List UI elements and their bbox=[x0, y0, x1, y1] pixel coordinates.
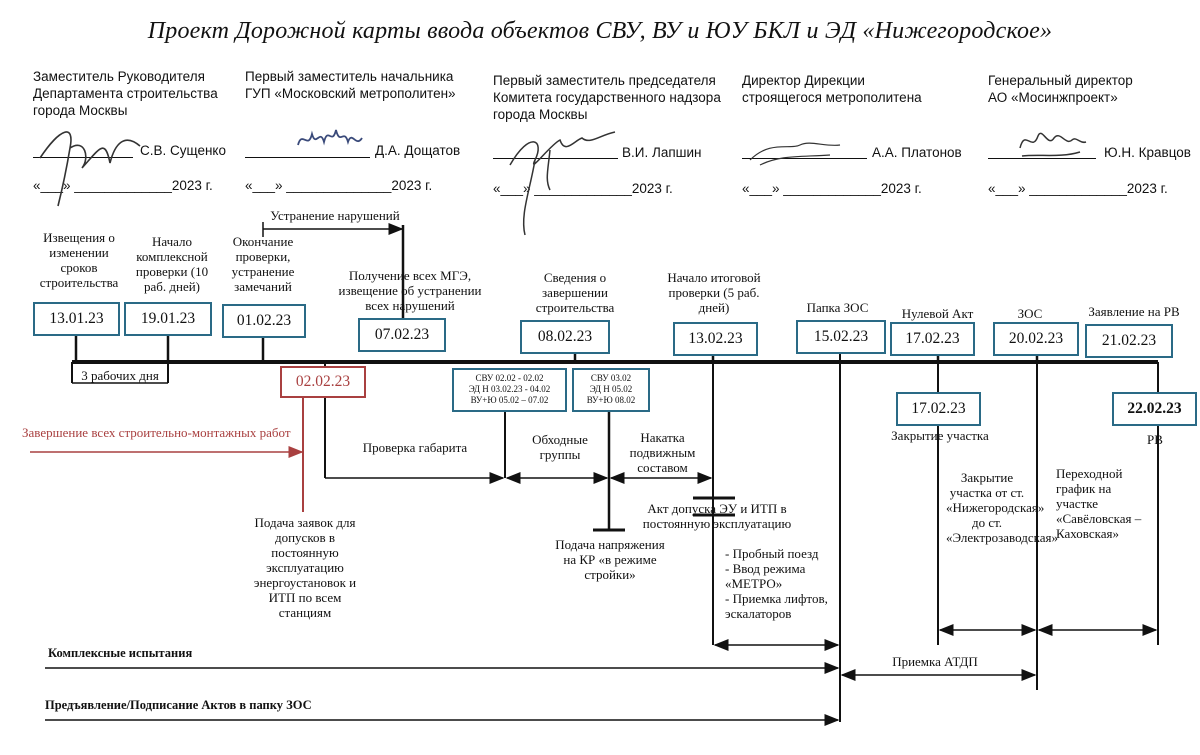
milestone-7-label: Папка ЗОС bbox=[806, 300, 869, 315]
milestone-8-date: 17.02.23 bbox=[890, 322, 975, 356]
milestone-1-label: Извещения о изменении сроков строительст… bbox=[39, 230, 119, 290]
signatory-3-position: Первый заместитель председателя Комитета… bbox=[493, 72, 721, 123]
milestone-4-date: 07.02.23 bbox=[358, 318, 446, 352]
closure-section-label: Закрытие участка от ст. «Нижегородская» … bbox=[946, 470, 1058, 545]
act-item: - Пробный поезд bbox=[725, 546, 819, 561]
signature-4-icon bbox=[749, 142, 841, 166]
signatory-4-date: «___» _____________2023 г. bbox=[742, 181, 922, 196]
signatory-4-position: Директор Дирекции строящегося метрополит… bbox=[742, 72, 922, 106]
milestone-9-label: ЗОС bbox=[1017, 306, 1043, 321]
signatory-2-date: «___» ______________2023 г. bbox=[245, 178, 433, 193]
position-line: Первый заместитель начальника bbox=[245, 69, 454, 84]
position-line: Комитета государственного надзора bbox=[493, 90, 721, 105]
position-line: Генеральный директор bbox=[988, 73, 1133, 88]
box-a-line: ЭД Н 03.02.23 - 04.02 bbox=[468, 384, 551, 394]
milestone-3-label: Окончание проверки, устранение замечаний bbox=[231, 234, 295, 294]
signature-3-icon bbox=[509, 131, 616, 236]
signatory-1-name: С.В. Сущенко bbox=[140, 143, 226, 158]
signature-5-icon bbox=[1019, 132, 1087, 157]
box-a: СВУ 02.02 - 02.02 ЭД Н 03.02.23 - 04.02 … bbox=[452, 368, 567, 412]
gabarit-label: Проверка габарита bbox=[362, 440, 468, 455]
signatory-4-name: А.А. Платонов bbox=[872, 145, 962, 160]
working-days-label: 3 рабочих дня bbox=[81, 368, 159, 383]
position-line: Департамента строительства bbox=[33, 86, 218, 101]
milestone-1-date: 13.01.23 bbox=[33, 302, 120, 336]
signatory-2-name: Д.А. Дощатов bbox=[375, 143, 461, 158]
position-line: Первый заместитель председателя bbox=[493, 73, 716, 88]
milestone-6-date: 13.02.23 bbox=[673, 322, 758, 356]
acts-zos-label: Предъявление/Подписание Актов в папку ЗО… bbox=[45, 698, 312, 712]
fix-violations-label: Устранение нарушений bbox=[270, 208, 400, 223]
atdp-label: Приемка АТДП bbox=[892, 654, 978, 669]
position-line: Директор Дирекции bbox=[742, 73, 865, 88]
milestone-2-date: 19.01.23 bbox=[124, 302, 212, 336]
signature-2-icon bbox=[297, 129, 363, 146]
rolling-stock-label: Накатка подвижным составом bbox=[629, 430, 696, 475]
position-line: Заместитель Руководителя bbox=[33, 69, 205, 84]
act-admission-label: Акт допуска ЭУ и ИТП в постоянную эксплу… bbox=[642, 501, 792, 531]
signatory-5-date: «___» _____________2023 г. bbox=[988, 181, 1168, 196]
box-a-line: СВУ 02.02 - 02.02 bbox=[475, 373, 544, 383]
box-b-line: ВУ+Ю 08.02 bbox=[586, 395, 636, 405]
signatory-5-position: Генеральный директор АО «Мосинжпроект» bbox=[988, 72, 1133, 106]
signature-1-icon bbox=[39, 131, 141, 207]
signatory-3-name: В.И. Лапшин bbox=[622, 145, 702, 160]
milestone-8-label: Нулевой Акт bbox=[901, 306, 974, 321]
signatory-5-name: Ю.Н. Кравцов bbox=[1104, 145, 1191, 160]
milestone-5-date: 08.02.23 bbox=[520, 320, 610, 354]
bypass-groups-label: Обходные группы bbox=[532, 432, 588, 462]
rv-date-box: 22.02.23 bbox=[1112, 392, 1197, 426]
signatory-1-date: «___» _____________2023 г. bbox=[33, 178, 213, 193]
voltage-label: Подача напряжения на КР «в режиме стройк… bbox=[555, 537, 665, 582]
milestone-10-date: 21.02.23 bbox=[1085, 324, 1173, 358]
milestone-7-date: 15.02.23 bbox=[796, 320, 886, 354]
position-line: города Москвы bbox=[493, 107, 588, 122]
milestone-10-label: Заявление на РВ bbox=[1088, 304, 1180, 319]
milestone-9-date: 20.02.23 bbox=[993, 322, 1079, 356]
milestone-4-label: Получение всех МГЭ, извещение об устране… bbox=[338, 268, 482, 313]
box-a-line: ВУ+Ю 05.02 – 07.02 bbox=[470, 395, 549, 405]
act-items: - Пробный поезд - Ввод режима «МЕТРО» - … bbox=[725, 546, 840, 621]
complex-tests-label: Комплексные испытания bbox=[48, 646, 193, 660]
box-b-line: СВУ 03.02 bbox=[590, 373, 632, 383]
signatory-2-position: Первый заместитель начальника ГУП «Моско… bbox=[245, 68, 456, 102]
page-title: Проект Дорожной карты ввода объектов СВУ… bbox=[147, 18, 1053, 44]
position-line: ГУП «Московский метрополитен» bbox=[245, 86, 456, 101]
signatory-3-date: «___» _____________2023 г. bbox=[493, 181, 673, 196]
applications-label: Подача заявок для допусков в постоянную … bbox=[253, 515, 357, 620]
rv-label: РВ bbox=[1147, 432, 1163, 447]
box-b-line: ЭД Н 05.02 bbox=[589, 384, 633, 394]
box-b: СВУ 03.02 ЭД Н 05.02 ВУ+Ю 08.02 bbox=[572, 368, 650, 412]
act-item: - Ввод режима «МЕТРО» bbox=[725, 561, 806, 591]
closure-label: Закрытие участка bbox=[891, 428, 989, 443]
milestone-5-label: Сведения о завершении строительства bbox=[535, 270, 615, 315]
position-line: города Москвы bbox=[33, 103, 128, 118]
act-item: - Приемка лифтов, эскалаторов bbox=[725, 591, 828, 621]
red-date-box: 02.02.23 bbox=[280, 366, 366, 398]
milestone-6-label: Начало итоговой проверки (5 раб. дней) bbox=[667, 270, 761, 315]
transitional-label: Переходной график на участке «Савёловска… bbox=[1056, 466, 1142, 541]
closure-date-box: 17.02.23 bbox=[896, 392, 981, 426]
signatory-1-position: Заместитель Руководителя Департамента ст… bbox=[33, 68, 218, 119]
red-label: Завершение всех строительно-монтажных ра… bbox=[22, 425, 291, 440]
milestone-2-label: Начало комплексной проверки (10 раб. дне… bbox=[135, 234, 209, 294]
position-line: АО «Мосинжпроект» bbox=[988, 90, 1118, 105]
milestone-3-date: 01.02.23 bbox=[222, 304, 306, 338]
position-line: строящегося метрополитена bbox=[742, 90, 922, 105]
